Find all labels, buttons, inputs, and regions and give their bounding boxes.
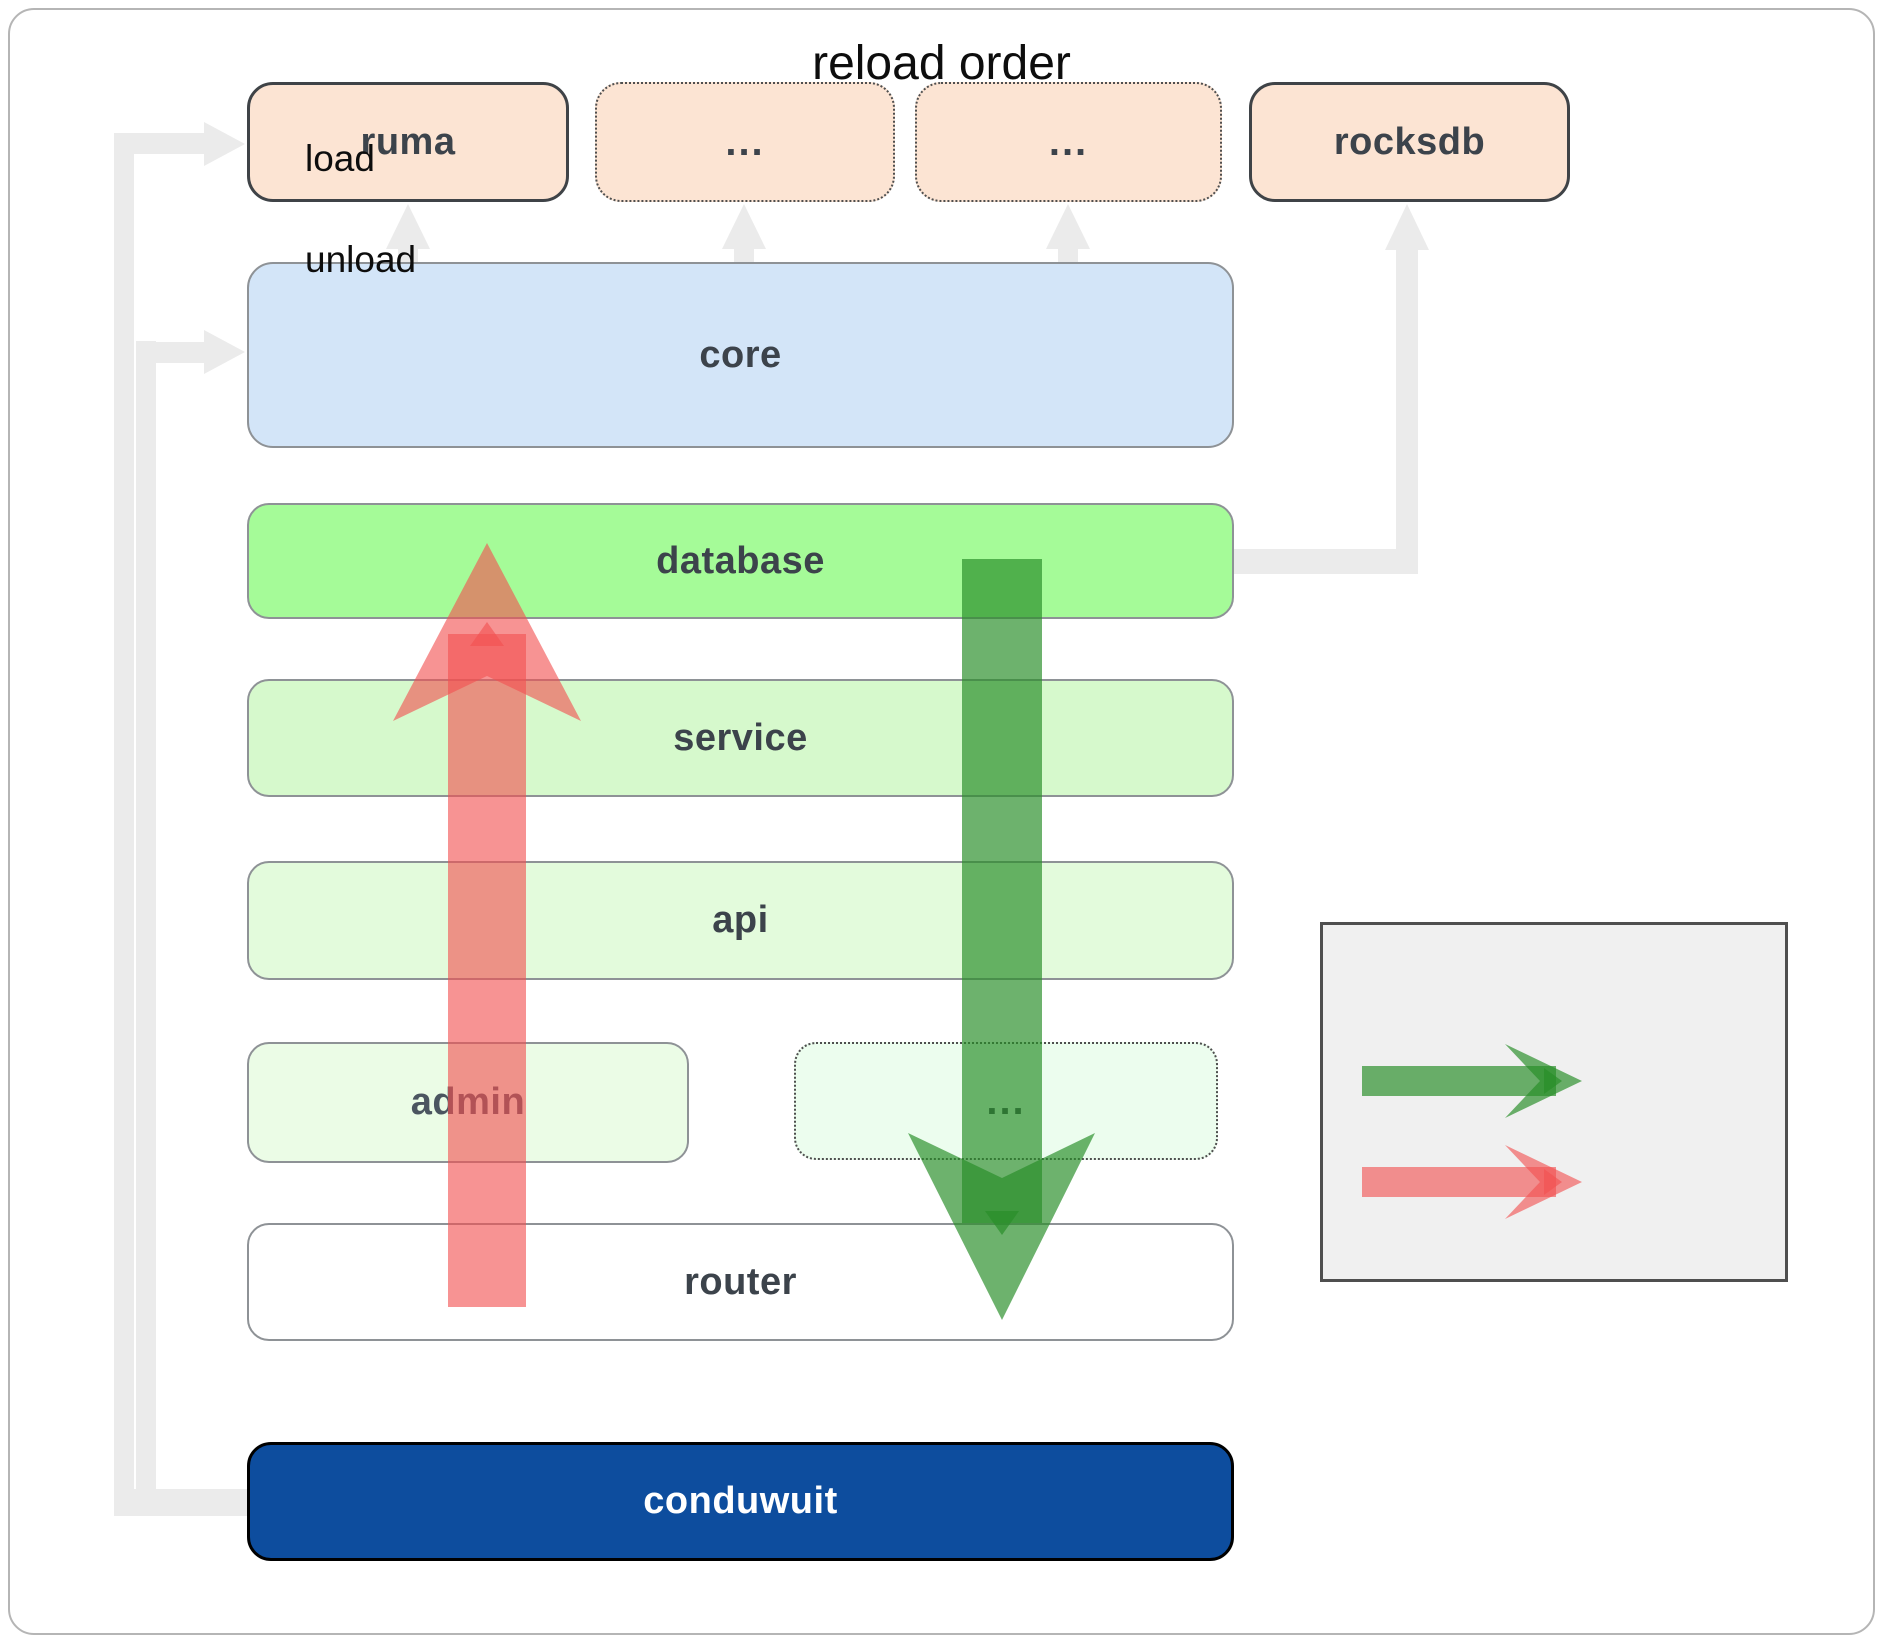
node-database: database — [247, 503, 1234, 619]
node-database-label: database — [656, 539, 825, 582]
node-ellipsis-top-2: ... — [915, 82, 1222, 202]
node-api-label: api — [712, 899, 769, 941]
node-ruma: ruma — [247, 82, 569, 202]
node-rocksdb: rocksdb — [1249, 82, 1570, 202]
node-conduwuit: conduwuit — [247, 1442, 1234, 1561]
node-conduwuit-label: conduwuit — [643, 1480, 838, 1522]
node-ellipsis-top-2-label: ... — [1048, 119, 1089, 164]
node-rocksdb-label: rocksdb — [1333, 120, 1486, 163]
node-ellipsis-admin-label: ... — [986, 1078, 1026, 1123]
node-admin: admin — [247, 1042, 689, 1163]
legend-reload-order — [1320, 922, 1788, 1282]
legend-load-label: load — [305, 138, 375, 179]
node-api: api — [247, 861, 1234, 980]
node-admin-label: admin — [410, 1081, 526, 1123]
legend-title: reload order — [812, 37, 1071, 90]
node-ellipsis-top-1: ... — [595, 82, 895, 202]
node-core: core — [247, 262, 1234, 448]
node-ruma-label: ruma — [360, 120, 456, 163]
diagram-outer-frame — [8, 8, 1875, 1635]
node-service-label: service — [673, 716, 808, 759]
node-router-label: router — [684, 1260, 797, 1303]
node-service: service — [247, 679, 1234, 797]
node-ellipsis-top-1-label: ... — [725, 119, 765, 164]
legend-unload-label: unload — [305, 239, 417, 280]
node-ellipsis-admin: ... — [794, 1042, 1218, 1160]
node-router: router — [247, 1223, 1234, 1341]
node-core-label: core — [699, 333, 782, 376]
